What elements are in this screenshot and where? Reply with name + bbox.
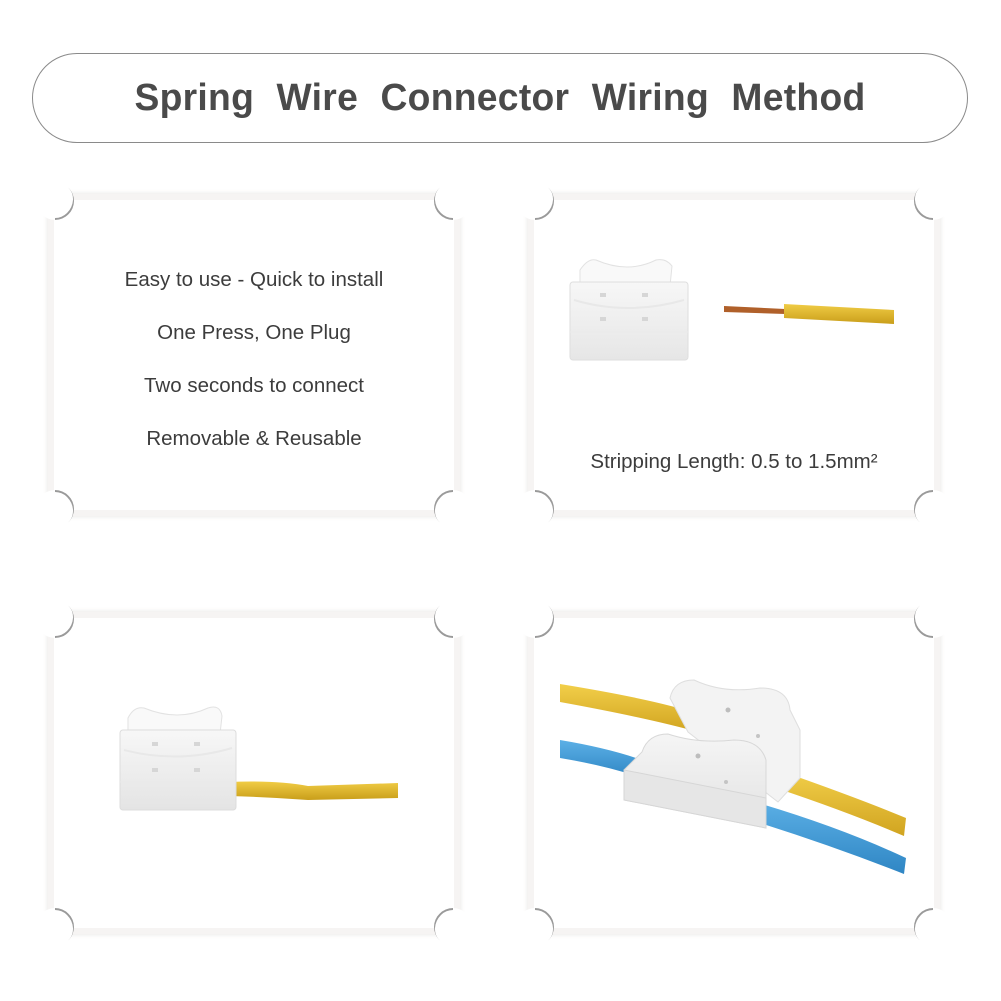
feature-item: Removable & Reusable xyxy=(146,427,362,450)
connector-with-wire-illustration xyxy=(119,706,398,811)
features-card: Easy to use - Quick to install One Press… xyxy=(28,174,480,536)
card-body: Easy to use - Quick to install One Press… xyxy=(58,204,450,506)
connector-icon xyxy=(569,259,689,361)
two-wires-card xyxy=(508,592,960,954)
card-body: Stripping Length: 0.5 to 1.5mm² xyxy=(538,204,930,506)
card-body xyxy=(58,622,450,924)
feature-list: Easy to use - Quick to install One Press… xyxy=(58,264,450,476)
stripped-wire-icon xyxy=(724,304,894,324)
card-body xyxy=(538,622,930,924)
page-title: Spring Wire Connector Wiring Method xyxy=(134,76,866,119)
blue-wire-icon xyxy=(560,740,906,874)
feature-item: Easy to use - Quick to install xyxy=(124,268,384,291)
feature-item: Two seconds to connect xyxy=(144,374,364,397)
feature-item: One Press, One Plug xyxy=(157,321,351,344)
single-wire-card xyxy=(28,592,480,954)
connector-icon xyxy=(623,679,801,829)
connector-icon xyxy=(119,706,237,811)
yellow-wire-icon xyxy=(560,684,906,836)
stripping-card: Stripping Length: 0.5 to 1.5mm² xyxy=(508,174,960,536)
connector-and-wire-illustration xyxy=(569,259,894,361)
connector-two-wires-illustration xyxy=(560,679,906,874)
yellow-wire-icon xyxy=(228,781,398,800)
title-banner: Spring Wire Connector Wiring Method xyxy=(32,53,968,143)
stripping-length-caption: Stripping Length: 0.5 to 1.5mm² xyxy=(590,450,878,473)
